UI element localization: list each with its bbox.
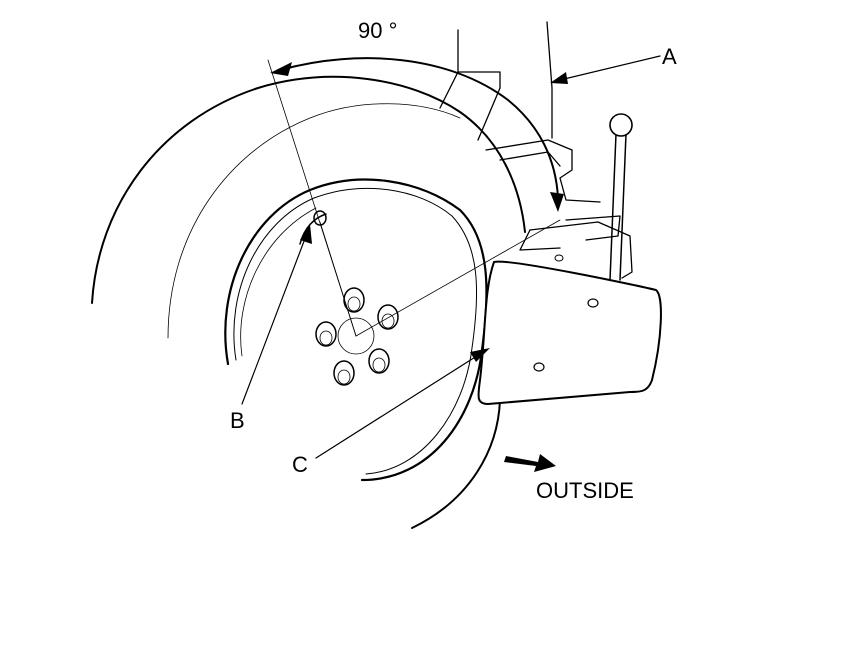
suspension-arm: [485, 139, 601, 203]
arc-arrowhead-right: [550, 192, 564, 212]
lug-nut: [319, 330, 333, 346]
lug-nut: [333, 360, 355, 386]
pointer-rod: [609, 113, 633, 281]
leaders: [241, 55, 661, 459]
gauge-plate-hole-upper: [587, 298, 599, 308]
rim-inner: [233, 187, 478, 475]
hub: [315, 287, 399, 386]
leader-c-arrowhead: [470, 348, 490, 362]
vehicle-body: [439, 21, 633, 279]
angle-label: 90 °: [358, 18, 397, 43]
bracket-top: [519, 229, 561, 251]
gauge-plate-hole-lower: [533, 362, 545, 372]
tire-outer-arc: [91, 75, 526, 304]
pointer-rod-ball: [609, 113, 633, 137]
lug-nut: [315, 321, 337, 347]
body-panel-mid: [457, 71, 501, 89]
leader-b: [241, 235, 307, 405]
outside-arrow: [504, 454, 556, 472]
valve-reference-line: [319, 221, 357, 337]
lug-nut: [372, 357, 386, 373]
suspension-bracket: [565, 215, 621, 241]
lug-nut: [337, 369, 351, 385]
label-b: B: [230, 408, 245, 433]
outside-label: OUTSIDE: [536, 478, 634, 503]
lug-nut: [347, 296, 361, 312]
gauge-plate-body: [477, 260, 662, 405]
angle-arc-line: [279, 57, 559, 199]
lug-nut: [368, 348, 390, 374]
tire-lower-arc: [411, 399, 501, 529]
lug-nut: [381, 313, 395, 329]
suspension-lower: [529, 221, 633, 279]
body-panel-right: [546, 21, 553, 139]
hub-center: [337, 317, 375, 355]
leader-c: [315, 353, 481, 459]
gauge-plate-hole-top: [554, 254, 564, 262]
tire: [91, 75, 526, 529]
pointer-rod-shaft-right: [619, 133, 627, 281]
leader-a-arrowhead: [550, 72, 568, 84]
lug-nut: [377, 304, 399, 330]
valve-stem-cap: [313, 210, 327, 226]
tire-tread-line: [167, 103, 461, 339]
angle-arc: [270, 57, 564, 212]
arc-arrowhead-left: [270, 62, 292, 76]
lug-nut: [343, 287, 365, 313]
gauge-plate: [477, 254, 662, 405]
knuckle-line: [499, 151, 561, 167]
outside-arrow-icon: [504, 454, 556, 472]
label-a: A: [662, 44, 677, 69]
wheel-rim: [224, 178, 488, 482]
strut-housing: [477, 87, 501, 141]
label-c: C: [292, 452, 308, 477]
rim-edge-line: [240, 207, 317, 357]
leader-a: [559, 55, 661, 81]
leader-b-arrowhead: [300, 224, 312, 244]
rim-outer: [224, 178, 488, 482]
pointer-rod-shaft-left: [609, 133, 617, 281]
